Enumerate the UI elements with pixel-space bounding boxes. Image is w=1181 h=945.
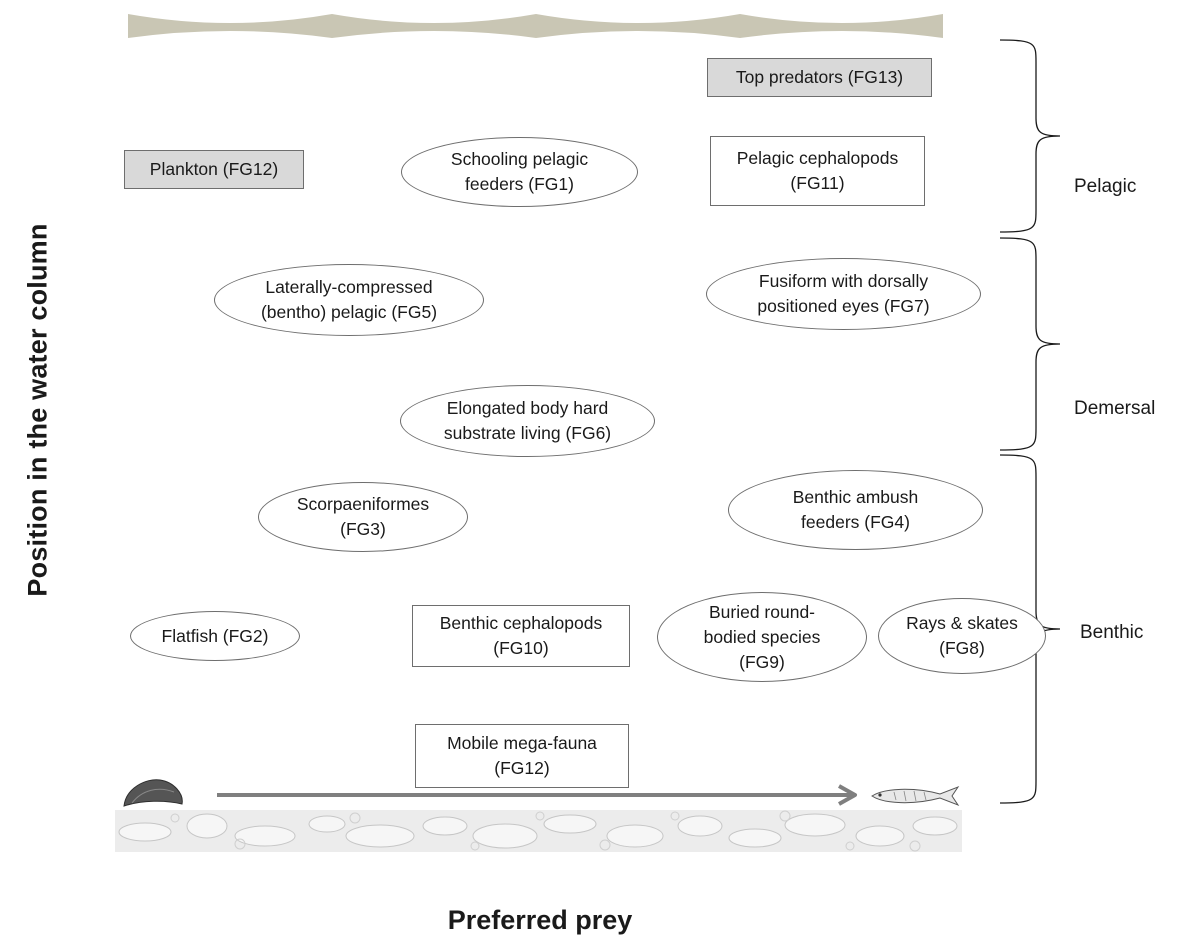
- node-benthic-cephalopods: Benthic cephalopods (FG10): [412, 605, 630, 667]
- node-plankton: Plankton (FG12): [124, 150, 304, 189]
- bivalve-icon: [123, 779, 183, 807]
- zone-label-benthic: Benthic: [1080, 622, 1144, 643]
- node-schooling-pelagic-feeders: Schooling pelagic feeders (FG1): [401, 137, 638, 207]
- node-fusiform: Fusiform with dorsally positioned eyes (…: [706, 258, 981, 330]
- node-benthic-ambush-feeders: Benthic ambush feeders (FG4): [728, 470, 983, 550]
- node-scorpaeniformes: Scorpaeniformes (FG3): [258, 482, 468, 552]
- prey-arrow: [217, 784, 857, 806]
- zone-label-demersal: Demersal: [1074, 398, 1156, 419]
- x-axis-title: Preferred prey: [447, 905, 633, 935]
- fish-icon: [871, 785, 960, 807]
- node-elongated-body: Elongated body hard substrate living (FG…: [400, 385, 655, 457]
- pelagic-bracket: [1000, 39, 1061, 233]
- seabed-texture: [115, 810, 962, 852]
- sea-surface-wave: [128, 14, 943, 38]
- benthic-bracket: [1000, 454, 1061, 804]
- node-laterally-compressed: Laterally-compressed (bentho) pelagic (F…: [214, 264, 484, 336]
- node-top-predators: Top predators (FG13): [707, 58, 932, 97]
- node-buried-round-bodied: Buried round- bodied species (FG9): [657, 592, 867, 682]
- y-axis-title: Position in the water column: [22, 223, 53, 597]
- node-pelagic-cephalopods: Pelagic cephalopods (FG11): [710, 136, 925, 206]
- node-rays-skates: Rays & skates (FG8): [878, 598, 1046, 674]
- zone-label-pelagic: Pelagic: [1074, 176, 1137, 197]
- node-flatfish: Flatfish (FG2): [130, 611, 300, 661]
- demersal-bracket: [1000, 237, 1061, 451]
- node-mobile-mega-fauna: Mobile mega-fauna (FG12): [415, 724, 629, 788]
